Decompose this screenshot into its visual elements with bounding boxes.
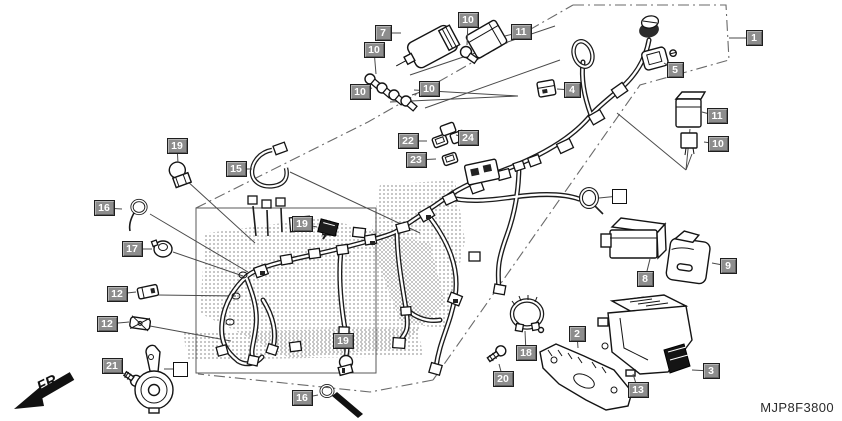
callout-21[interactable]: 21 (101, 358, 123, 374)
harness-top-connector (639, 15, 660, 38)
callout-7[interactable]: 7 (374, 25, 392, 41)
part-8-control-unit (600, 217, 667, 260)
wire-harness (215, 15, 660, 376)
callout-box-empty[interactable] (611, 188, 627, 204)
part-10-socket-top (459, 45, 479, 65)
callout-12[interactable]: 12 (106, 286, 128, 302)
callout-5[interactable]: 5 (666, 62, 684, 78)
callout-24[interactable]: 24 (457, 130, 479, 146)
callout-4[interactable]: 4 (563, 82, 581, 98)
part-10-bulb-sockets (364, 73, 418, 112)
callout-13[interactable]: 13 (627, 382, 649, 398)
part-horn (134, 344, 174, 414)
callout-10[interactable]: 10 (418, 81, 440, 97)
callout-9[interactable]: 9 (719, 258, 737, 274)
part-12-clamp-lower (129, 315, 152, 332)
callout-3[interactable]: 3 (702, 363, 720, 379)
part-11-relay-right (674, 91, 707, 128)
callout-1[interactable]: 1 (745, 30, 763, 46)
part-5-connector (641, 46, 677, 71)
part-22-fuse (431, 133, 449, 149)
part-19-socket-bottom (337, 354, 354, 377)
part-15-harness-guide (249, 141, 289, 189)
part-12-clamp-upper (136, 283, 160, 300)
diagram-code: MJP8F3800 (760, 400, 834, 415)
callout-8[interactable]: 8 (636, 271, 654, 287)
callout-23[interactable]: 23 (405, 152, 427, 168)
part-20-bolt (486, 345, 507, 363)
callout-15[interactable]: 15 (225, 161, 247, 177)
callout-17[interactable]: 17 (121, 241, 143, 257)
harness-ring-terminal (571, 39, 595, 69)
callout-18[interactable]: 18 (515, 345, 537, 361)
part-11-relay-top (465, 19, 508, 59)
part-9-cover (665, 230, 711, 285)
part-23-fuse (441, 151, 459, 167)
part-10-relay-right (680, 132, 698, 156)
callout-10[interactable]: 10 (363, 42, 385, 58)
callout-16[interactable]: 16 (291, 390, 313, 406)
part-16-clip-left (128, 198, 148, 232)
part-3-fuse-box-holder (597, 294, 693, 377)
callout-11[interactable]: 11 (706, 108, 728, 124)
part-16-clip-bottom (319, 384, 363, 418)
part-band-clamp-top (579, 187, 604, 215)
callout-12[interactable]: 12 (96, 316, 118, 332)
part-2-bracket (539, 343, 633, 411)
callout-2[interactable]: 2 (568, 326, 586, 342)
harness-risers (252, 205, 283, 237)
part-17-grommet (150, 239, 173, 258)
part-19-socket-left (168, 161, 193, 189)
part-reference-lines (149, 25, 693, 342)
callout-10[interactable]: 10 (349, 84, 371, 100)
callout-22[interactable]: 22 (397, 133, 419, 149)
part-19-sensor-mid (317, 218, 340, 240)
callout-19[interactable]: 19 (332, 333, 354, 349)
callout-20[interactable]: 20 (492, 371, 514, 387)
callout-11[interactable]: 11 (510, 24, 532, 40)
callout-10[interactable]: 10 (457, 12, 479, 28)
fr-direction-arrow: FR. (14, 370, 75, 409)
callout-19[interactable]: 19 (166, 138, 188, 154)
harness-connectors (215, 81, 629, 376)
callout-box-empty[interactable] (172, 361, 188, 377)
part-7-stop-switch (395, 24, 461, 69)
part-4-connector (536, 79, 557, 98)
subframe-outline (195, 207, 377, 374)
part-18-band-clamp (509, 295, 545, 334)
callout-10[interactable]: 10 (707, 136, 729, 152)
callout-16[interactable]: 16 (93, 200, 115, 216)
callout-19[interactable]: 19 (291, 216, 313, 232)
part-fuse-block (463, 158, 501, 186)
